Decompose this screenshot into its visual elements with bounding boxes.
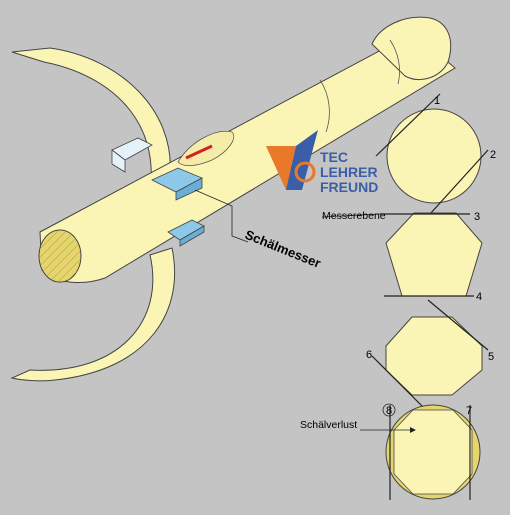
log xyxy=(38,16,456,283)
marker-2: 2 xyxy=(490,149,496,161)
marker-5: 5 xyxy=(488,351,494,363)
section-peel-loss: Schälverlust xyxy=(300,404,481,500)
marker-8: 8 xyxy=(386,405,392,417)
marker-4: 4 xyxy=(476,291,482,303)
knife-leader xyxy=(194,189,249,243)
knife-plane-label: Messerebene xyxy=(322,210,386,222)
knife-upper xyxy=(111,137,203,201)
knife-label: Schälmesser xyxy=(243,227,323,271)
section-octagon xyxy=(371,299,489,411)
knife-lower xyxy=(167,219,205,247)
marker-1: 1 xyxy=(434,95,440,107)
peel-loss-label: Schälverlust xyxy=(300,419,357,431)
marker-3: 3 xyxy=(474,211,480,223)
logo: TEC LEHRER FREUND xyxy=(266,130,378,195)
red-mark xyxy=(185,144,213,160)
marker-7: 7 xyxy=(466,405,472,417)
section-four-cuts: Messerebene xyxy=(321,210,483,297)
logo-line-1: TEC xyxy=(320,149,348,165)
marker-6: 6 xyxy=(366,349,372,361)
shaving-upper xyxy=(11,47,171,194)
marker-8-ring xyxy=(382,403,396,417)
shaving-lower xyxy=(10,247,176,382)
logo-line-3: FREUND xyxy=(320,179,378,195)
logo-line-2: LEHRER xyxy=(320,164,378,180)
section-circle xyxy=(375,93,489,215)
